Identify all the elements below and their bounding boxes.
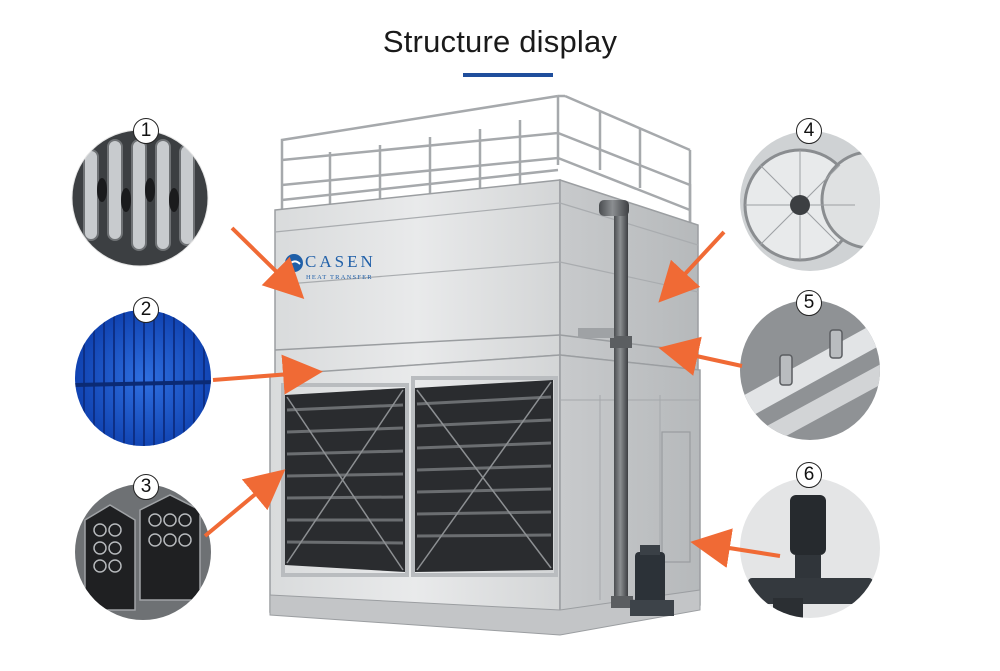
- brand-tagline: HEAT TRANSFER: [306, 274, 373, 281]
- callout-badge-1: 1: [133, 118, 159, 144]
- detail-pvc-eliminator: [75, 310, 211, 446]
- callout-badge-3: 3: [133, 474, 159, 500]
- callout-badge-5: 5: [796, 290, 822, 316]
- brand-name: CASEN: [305, 252, 376, 271]
- detail-axial-fans: [740, 131, 880, 271]
- top-railing: [280, 94, 692, 228]
- detail-spray-nozzles: [740, 300, 880, 440]
- air-inlet-louvres: [281, 376, 558, 577]
- callout-badge-2: 2: [133, 297, 159, 323]
- detail-honeycomb-fill: [75, 484, 211, 620]
- detail-coil-tubes: [71, 129, 209, 267]
- callout-arrows: [203, 226, 781, 568]
- title-underline: [463, 73, 553, 77]
- pump-motor: [630, 545, 674, 616]
- callout-badge-6: 6: [796, 462, 822, 488]
- water-pipe: [578, 200, 633, 608]
- cooling-tower: CASEN HEAT TRANSFER: [269, 94, 701, 636]
- callout-badge-4: 4: [796, 118, 822, 144]
- page-title: Structure display: [382, 24, 618, 59]
- detail-circulating-pump: [740, 478, 880, 618]
